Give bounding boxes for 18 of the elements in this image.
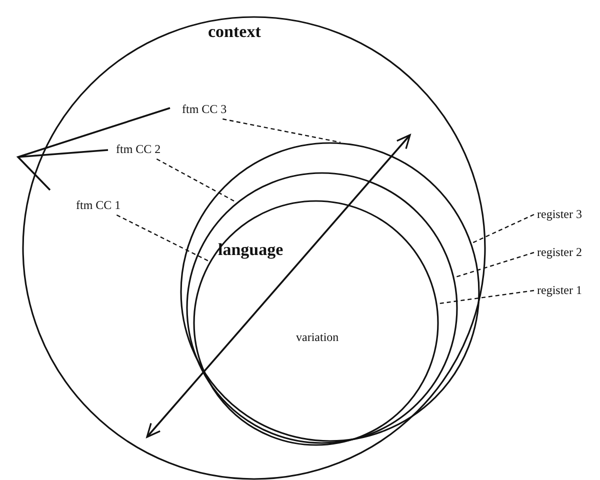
leader-line (454, 252, 534, 278)
leader-line (116, 214, 210, 262)
circle-label: context (208, 22, 261, 42)
arrow-label: variation (296, 330, 339, 345)
register-circle (193, 200, 439, 446)
register-circle (186, 172, 458, 444)
leader-line (437, 290, 534, 304)
leader-line (156, 158, 237, 203)
leader-line (472, 214, 534, 244)
callout-label: ftm CC 3 (182, 102, 227, 117)
callout-label: ftm CC 1 (76, 198, 121, 213)
callout-label: register 3 (537, 207, 582, 222)
callout-label: ftm CC 2 (116, 142, 161, 157)
callout-label: register 1 (537, 283, 582, 298)
context-circle (22, 16, 486, 480)
leader-line (222, 118, 341, 143)
callout-label: register 2 (537, 245, 582, 260)
region-label: language (218, 240, 284, 260)
